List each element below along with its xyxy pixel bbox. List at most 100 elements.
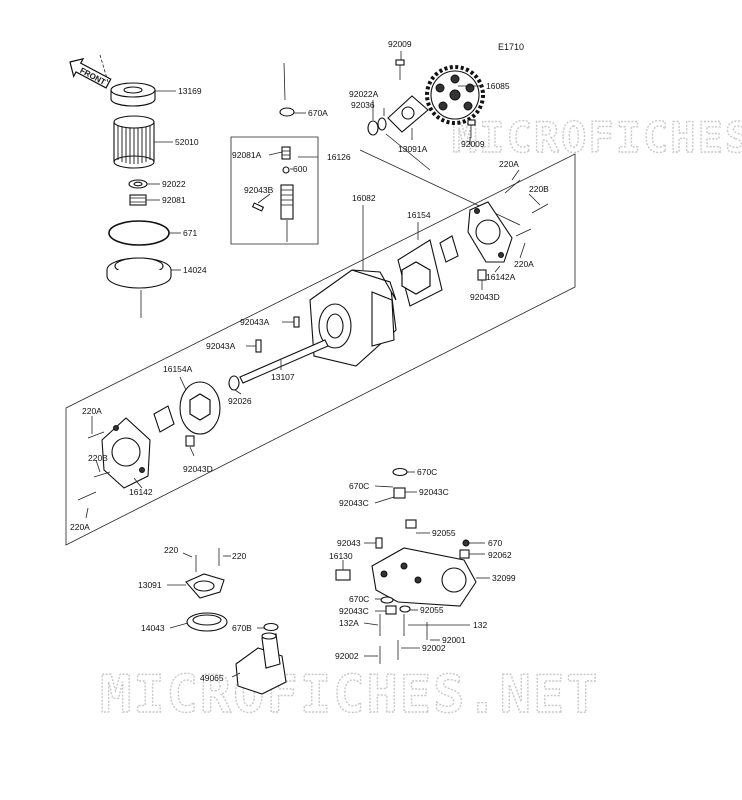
callout-220A-top: 220A <box>499 159 519 169</box>
bolt-92009-b <box>467 119 476 138</box>
oil-filter-cap-13169 <box>110 82 156 107</box>
callout-132: 132 <box>473 620 487 630</box>
pin-92043B <box>251 202 265 212</box>
spring-92081 <box>129 194 147 206</box>
callout-92043A-b: 92043A <box>206 341 236 351</box>
callout-220A-left: 220A <box>82 406 102 416</box>
callout-670A: 670A <box>308 108 328 118</box>
callout-92043C-a: 92043C <box>419 487 449 497</box>
callout-220A-lower: 220A <box>70 522 90 532</box>
callout-92043: 92043 <box>337 538 361 548</box>
o-ring-670B <box>263 622 279 632</box>
callout-13091A: 13091A <box>398 144 428 154</box>
callout-14024: 14024 <box>183 265 207 275</box>
bolt-220A-top <box>504 179 521 194</box>
callout-13091: 13091 <box>138 580 162 590</box>
callout-670C-top: 670C <box>417 467 437 477</box>
pin-92043A-a <box>293 316 300 328</box>
relief-valve-outline <box>230 136 319 245</box>
callout-16142: 16142 <box>129 487 153 497</box>
watermark-top: MICROFICHES.NET <box>452 113 742 162</box>
callout-92009-top: 92009 <box>388 39 412 49</box>
strainer-14043 <box>186 612 228 632</box>
o-ring-670A <box>279 107 295 117</box>
bolt-220A-right <box>515 228 532 237</box>
callout-670C-b: 670C <box>349 594 369 604</box>
callout-16154A: 16154A <box>163 364 193 374</box>
callout-670C-a: 670C <box>349 481 369 491</box>
callout-52010: 52010 <box>175 137 199 147</box>
callout-92055-a: 92055 <box>432 528 456 538</box>
callout-92055-b: 92055 <box>420 605 444 615</box>
callout-92081: 92081 <box>162 195 186 205</box>
o-ring-670C-bottom <box>380 596 394 604</box>
washer-92022 <box>128 179 148 189</box>
collar-92043C-b <box>405 519 417 529</box>
pump-cover-16142 <box>101 417 151 489</box>
callout-92036: 92036 <box>351 100 375 110</box>
oil-housing-32099 <box>371 547 477 607</box>
callout-92043C-c: 92043C <box>339 606 369 616</box>
pin-92043D-top <box>477 269 487 281</box>
ball-600 <box>282 166 290 174</box>
callout-92009-bottom: 92009 <box>461 139 485 149</box>
callout-220B-left: 220B <box>88 453 108 463</box>
bolt-220A-left <box>87 431 105 439</box>
spring-92081A <box>281 146 291 160</box>
washer-92026 <box>228 375 240 391</box>
callout-670: 670 <box>488 538 502 548</box>
filter-cover-14024 <box>106 257 172 289</box>
watermark-bottom: MICROFICHES.NET <box>100 665 600 725</box>
callout-92062: 92062 <box>488 550 512 560</box>
collar-92043C-a <box>393 487 406 499</box>
pin-92043D-left <box>185 435 195 447</box>
callout-220B-top: 220B <box>529 184 549 194</box>
callout-16130: 16130 <box>329 551 353 561</box>
callout-92043A-a: 92043A <box>240 317 270 327</box>
pump-cover-16142A <box>467 201 513 263</box>
oil-pipe-49065 <box>235 632 287 695</box>
strainer-plate-13091 <box>185 573 225 599</box>
callout-92043D-top: 92043D <box>470 292 500 302</box>
bolt-220A-lower <box>77 491 97 501</box>
pump-assembly-outline <box>65 153 576 546</box>
callout-220A-right: 220A <box>514 259 534 269</box>
callout-16154: 16154 <box>407 210 431 220</box>
collar-92043C-c <box>385 605 397 615</box>
outer-rotor-16154A <box>153 381 221 435</box>
callout-16142A: 16142A <box>486 272 516 282</box>
callout-92043C-b: 92043C <box>339 498 369 508</box>
o-ring-671 <box>108 220 170 246</box>
outer-rotor-16154 <box>397 235 459 307</box>
diagram-code: E1710 <box>498 42 524 52</box>
callout-220-right: 220 <box>232 551 246 561</box>
callout-600: 600 <box>293 164 307 174</box>
washer-92055-b <box>399 605 411 613</box>
callout-13169: 13169 <box>178 86 202 96</box>
callout-670B: 670B <box>232 623 252 633</box>
nozzle-16130 <box>335 569 351 581</box>
pin-92043 <box>375 537 383 549</box>
plug-92062 <box>459 549 470 559</box>
callout-92001: 92001 <box>442 635 466 645</box>
o-ring-670C-top <box>392 467 408 477</box>
callout-220-left: 220 <box>164 545 178 555</box>
callout-14043: 14043 <box>141 623 165 633</box>
callout-132A: 132A <box>339 618 359 628</box>
callout-92022A: 92022A <box>349 89 379 99</box>
o-ring-670 <box>462 539 470 547</box>
oil-filter-52010 <box>113 115 155 169</box>
callout-671: 671 <box>183 228 197 238</box>
gear-hub-13091A <box>387 95 429 133</box>
callout-92002-a: 92002 <box>335 651 359 661</box>
pump-shaft-13107 <box>239 339 329 384</box>
front-arrow-icon: FRONT <box>69 57 112 89</box>
callout-32099: 32099 <box>492 573 516 583</box>
bolt-220B-top <box>531 203 549 214</box>
callout-92081A: 92081A <box>232 150 262 160</box>
callout-49065: 49065 <box>200 673 224 683</box>
callout-16082: 16082 <box>352 193 376 203</box>
bolt-220B-left <box>93 471 111 478</box>
washer-92022A <box>367 120 379 136</box>
